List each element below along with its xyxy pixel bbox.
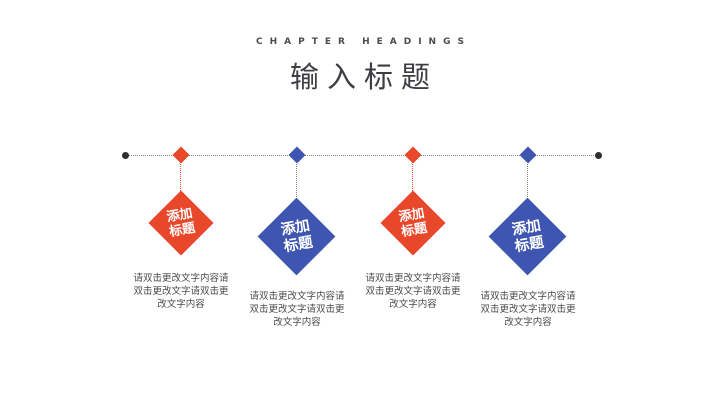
timeline-node-diamond-icon	[288, 146, 306, 164]
timeline-node-diamond-icon	[172, 146, 190, 164]
body-text-placeholder[interactable]: 请双击更改文字内容请双击更改文字请双击更改文字内容	[480, 291, 576, 328]
connector-line	[296, 162, 297, 199]
timeline-node-diamond-icon	[404, 146, 422, 164]
slide-title-placeholder[interactable]: 输入标题	[289, 60, 438, 94]
connector-line	[412, 162, 413, 191]
timeline-end-dot-icon	[595, 152, 602, 159]
body-text-placeholder[interactable]: 请双击更改文字内容请双击更改文字请双击更改文字内容	[365, 273, 461, 310]
timeline-item-3: 添加 标题 请双击更改文字内容请双击更改文字请双击更改文字内容	[363, 146, 463, 379]
chapter-eyebrow: CHAPTER HEADINGS	[256, 37, 471, 47]
connector-line	[180, 162, 181, 191]
timeline-node-diamond-icon	[519, 146, 537, 164]
timeline-start-dot-icon	[122, 152, 129, 159]
body-text-placeholder[interactable]: 请双击更改文字内容请双击更改文字请双击更改文字内容	[133, 273, 229, 310]
timeline-line	[125, 155, 598, 156]
body-text-placeholder[interactable]: 请双击更改文字内容请双击更改文字请双击更改文字内容	[249, 291, 345, 328]
timeline-item-4: 添加 标题 请双击更改文字内容请双击更改文字请双击更改文字内容	[478, 146, 578, 379]
timeline-item-2: 添加 标题 请双击更改文字内容请双击更改文字请双击更改文字内容	[247, 146, 347, 379]
timeline-item-1: 添加 标题 请双击更改文字内容请双击更改文字请双击更改文字内容	[131, 146, 231, 379]
connector-line	[527, 162, 528, 199]
